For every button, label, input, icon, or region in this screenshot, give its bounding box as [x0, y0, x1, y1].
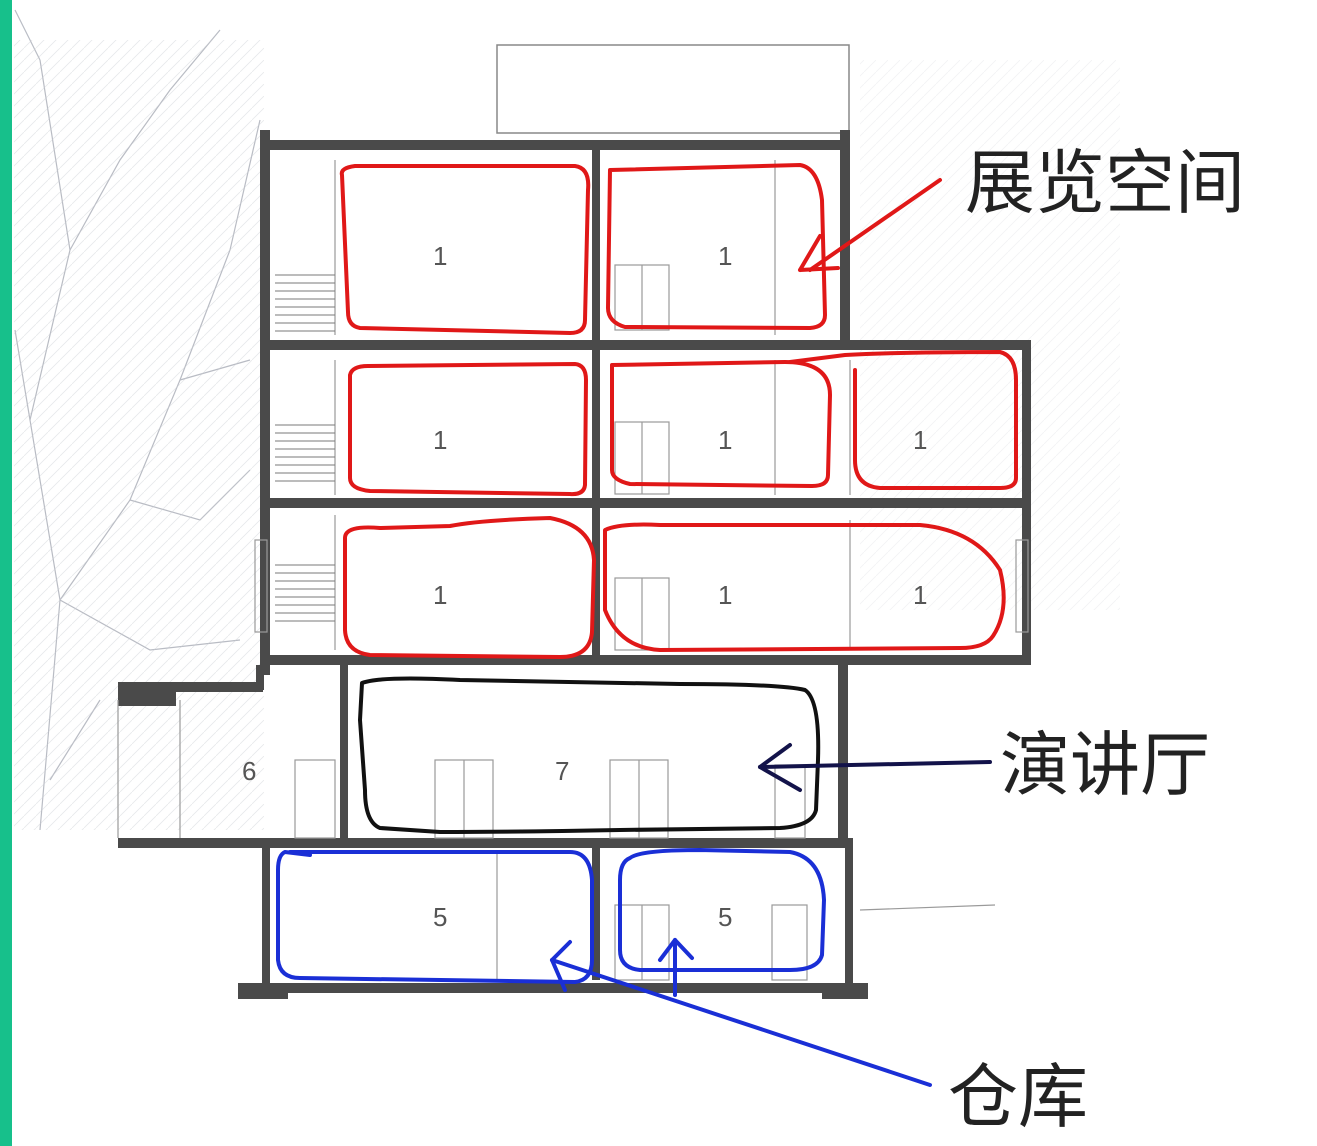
- storage-outlines: [276, 848, 932, 1087]
- room-number: 1: [718, 580, 732, 610]
- room-number: 1: [433, 425, 447, 455]
- room-number: 5: [433, 902, 447, 932]
- left-accent-bar: [0, 0, 12, 1146]
- room-number: 1: [718, 425, 732, 455]
- lecture-outline: [358, 676, 821, 834]
- lecture-arrow: [758, 743, 992, 792]
- room-number: 6: [242, 756, 256, 786]
- room-number: 5: [718, 902, 732, 932]
- room-number: 1: [433, 241, 447, 271]
- tree-hatching-right: [860, 60, 1120, 610]
- storage-label: 仓库: [948, 1056, 1088, 1138]
- exhibition-outlines: [339, 163, 1018, 659]
- room-number: 1: [913, 580, 927, 610]
- building-structure: [118, 130, 1031, 999]
- roof-structure: [496, 44, 850, 134]
- interior-lines: [117, 160, 1029, 981]
- room-numbers: 1 1 1 1 1 1 1 1 6 7 5 5: [242, 241, 927, 932]
- lecture-hall-label: 演讲厅: [1000, 724, 1210, 806]
- exhibition-space-label: 展览空间: [965, 142, 1245, 224]
- tree-hatching: [14, 40, 264, 830]
- room-number: 1: [913, 425, 927, 455]
- room-number: 7: [555, 756, 569, 786]
- room-number: 1: [433, 580, 447, 610]
- room-number: 1: [718, 241, 732, 271]
